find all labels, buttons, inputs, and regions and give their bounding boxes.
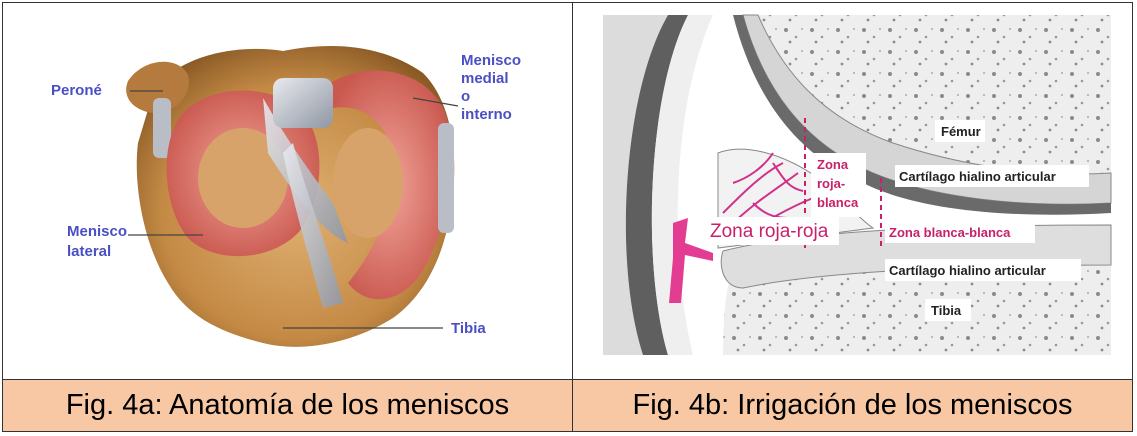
label-menisco-medial-1: Menisco <box>461 52 521 69</box>
label-menisco-lateral-1: Menisco <box>67 223 127 240</box>
label-cartilago-inferior: Cartílago hialino articular <box>889 263 1046 278</box>
label-perone: Peroné <box>51 82 102 99</box>
label-menisco-medial-2: medial <box>461 70 509 87</box>
medial-plateau-surface <box>333 128 403 238</box>
figure-4a-illustration: Peroné Menisco medial o interno Menisco … <box>3 3 572 379</box>
label-menisco-lateral-2: lateral <box>67 243 111 260</box>
caption-fig-4a: Fig. 4a: Anatomía de los meniscos <box>3 380 572 431</box>
label-zona-roja-blanca-1: Zona <box>817 157 849 172</box>
caption-fig-4b: Fig. 4b: Irrigación de los meniscos <box>573 380 1132 431</box>
figure-4b-illustration: Fémur Cartílago hialino articular Zona r… <box>573 3 1132 379</box>
meniscus-anatomy-image: Peroné Menisco medial o interno Menisco … <box>3 3 572 379</box>
label-zona-roja-blanca-3: blanca <box>817 195 859 210</box>
medial-collateral-ligament <box>438 123 454 233</box>
label-zona-blanca-blanca: Zona blanca-blanca <box>889 225 1011 240</box>
label-menisco-medial-4: interno <box>461 106 512 123</box>
label-zona-roja-roja: Zona roja-roja <box>710 221 829 242</box>
label-tibia-b: Tibia <box>931 303 962 318</box>
anterior-ligament <box>273 78 333 128</box>
label-tibia: Tibia <box>451 320 486 337</box>
label-cartilago-superior: Cartílago hialino articular <box>899 169 1056 184</box>
label-menisco-medial-3: o <box>461 88 470 105</box>
meniscus-vascular-zones-image: Fémur Cartílago hialino articular Zona r… <box>573 3 1132 379</box>
label-zona-roja-blanca-2: roja- <box>817 176 845 191</box>
label-femur: Fémur <box>941 124 981 139</box>
